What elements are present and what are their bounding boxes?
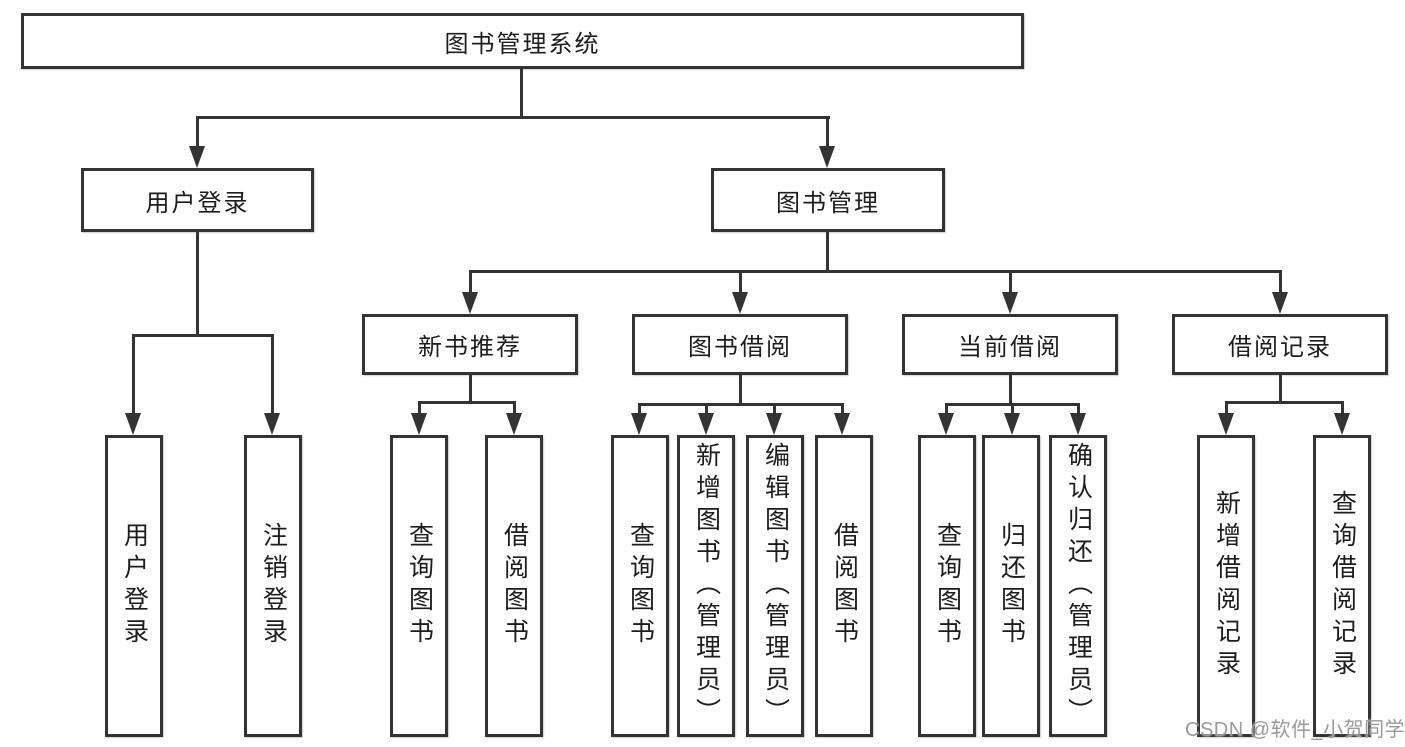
leaf-label: 查询借阅记录 [1328, 490, 1357, 682]
node-new-book-recommend-label: 新书推荐 [418, 334, 522, 361]
connector-drop-leaf [705, 403, 708, 413]
leaf-logout: 注销登录 [244, 435, 302, 737]
connector-records-stem [1279, 375, 1282, 403]
arrowhead-down-icon [189, 146, 205, 168]
node-book-borrow-label: 图书借阅 [688, 334, 792, 361]
leaf-label: 新增借阅记录 [1212, 490, 1241, 682]
leaf-query-books-borrow: 查询图书 [611, 435, 669, 737]
arrowhead-down-icon [1218, 413, 1234, 435]
node-user-login-label: 用户登录 [145, 189, 250, 217]
leaf-confirm-return-admin: 确认归还（管理员） [1049, 435, 1107, 737]
connector-drop-book-mgmt [826, 116, 829, 146]
arrowhead-down-icon [819, 146, 835, 168]
connector-mgmt-bar [469, 270, 1282, 273]
connector-borrow-bar [638, 403, 844, 406]
leaf-label: 确认归还（管理员） [1064, 442, 1093, 730]
connector-drop-leaf [638, 403, 641, 413]
leaf-label: 归还图书 [997, 522, 1026, 650]
connector-root-bar [196, 116, 830, 119]
leaf-borrow-books: 借阅图书 [815, 435, 873, 737]
node-user-login: 用户登录 [81, 168, 314, 232]
arrowhead-down-icon [462, 292, 478, 314]
connector-drop-level3 [1009, 270, 1012, 292]
node-root: 图书管理系统 [21, 13, 1024, 69]
connector-recommend-bar [418, 401, 516, 404]
connector-drop-leaf [418, 401, 421, 413]
leaf-label: 查询图书 [933, 522, 962, 650]
connector-login-stem [196, 232, 199, 336]
connector-drop-leaf [1011, 403, 1014, 413]
connector-drop-leaf [841, 403, 844, 413]
leaf-query-books-recommend: 查询图书 [390, 435, 448, 737]
node-book-management: 图书管理 [711, 168, 945, 232]
arrowhead-down-icon [732, 292, 748, 314]
leaf-label: 借阅图书 [830, 522, 859, 650]
connector-borrow-stem [739, 375, 742, 405]
leaf-label: 查询图书 [405, 522, 434, 650]
node-book-management-label: 图书管理 [776, 189, 880, 217]
connector-mgmt-stem [826, 232, 829, 272]
arrowhead-down-icon [834, 413, 850, 435]
arrowhead-down-icon [1334, 413, 1350, 435]
arrowhead-down-icon [506, 413, 522, 435]
arrowhead-down-icon [125, 413, 141, 435]
leaf-add-borrow-record: 新增借阅记录 [1197, 435, 1255, 737]
connector-drop-leaf [513, 401, 516, 413]
leaf-label: 用户登录 [120, 522, 149, 650]
leaf-return-books: 归还图书 [982, 435, 1040, 737]
leaf-label: 借阅图书 [500, 522, 529, 650]
arrowhead-down-icon [1070, 413, 1086, 435]
arrowhead-down-icon [264, 413, 280, 435]
connector-current-stem [1009, 375, 1012, 405]
connector-drop-level3 [469, 270, 472, 292]
arrowhead-down-icon [698, 413, 714, 435]
arrowhead-down-icon [938, 413, 954, 435]
csdn-watermark: CSDN @软件_小贺同学 [1185, 719, 1405, 741]
connector-drop-leaf [945, 403, 948, 413]
node-book-borrow: 图书借阅 [632, 314, 848, 375]
leaf-label: 注销登录 [259, 522, 288, 650]
arrowhead-down-icon [631, 413, 647, 435]
connector-recommend-stem [469, 375, 472, 403]
leaf-query-books-current: 查询图书 [918, 435, 976, 737]
leaf-label: 编辑图书（管理员） [761, 442, 790, 730]
connector-drop-leaf [271, 334, 274, 413]
node-root-label: 图书管理系统 [444, 30, 601, 58]
leaf-label: 查询图书 [626, 522, 655, 650]
node-borrow-records-label: 借阅记录 [1228, 334, 1332, 361]
connector-records-bar [1225, 401, 1343, 404]
connector-drop-level3 [1279, 270, 1282, 292]
connector-drop-leaf [1341, 401, 1344, 413]
leaf-query-borrow-record: 查询借阅记录 [1313, 435, 1371, 737]
connector-drop-level3 [739, 270, 742, 292]
leaf-borrow-books-recommend: 借阅图书 [485, 435, 543, 737]
arrowhead-down-icon [1272, 292, 1288, 314]
node-new-book-recommend: 新书推荐 [362, 314, 578, 375]
leaf-add-books-admin: 新增图书（管理员） [677, 435, 735, 737]
leaf-label: 新增图书（管理员） [692, 442, 721, 730]
arrowhead-down-icon [1002, 292, 1018, 314]
connector-drop-leaf [1077, 403, 1080, 413]
arrowhead-down-icon [411, 413, 427, 435]
leaf-user-login: 用户登录 [105, 435, 163, 737]
node-current-borrow-label: 当前借阅 [958, 334, 1062, 361]
connector-drop-leaf [1225, 401, 1228, 413]
connector-login-bar [132, 334, 274, 337]
arrowhead-down-icon [766, 413, 782, 435]
node-borrow-records: 借阅记录 [1172, 314, 1388, 375]
arrowhead-down-icon [1004, 413, 1020, 435]
leaf-edit-books-admin: 编辑图书（管理员） [746, 435, 804, 737]
connector-drop-leaf [132, 334, 135, 413]
node-current-borrow: 当前借阅 [902, 314, 1118, 375]
connector-drop-leaf [773, 403, 776, 413]
connector-root-stem [520, 69, 523, 118]
connector-drop-user-login [196, 116, 199, 146]
